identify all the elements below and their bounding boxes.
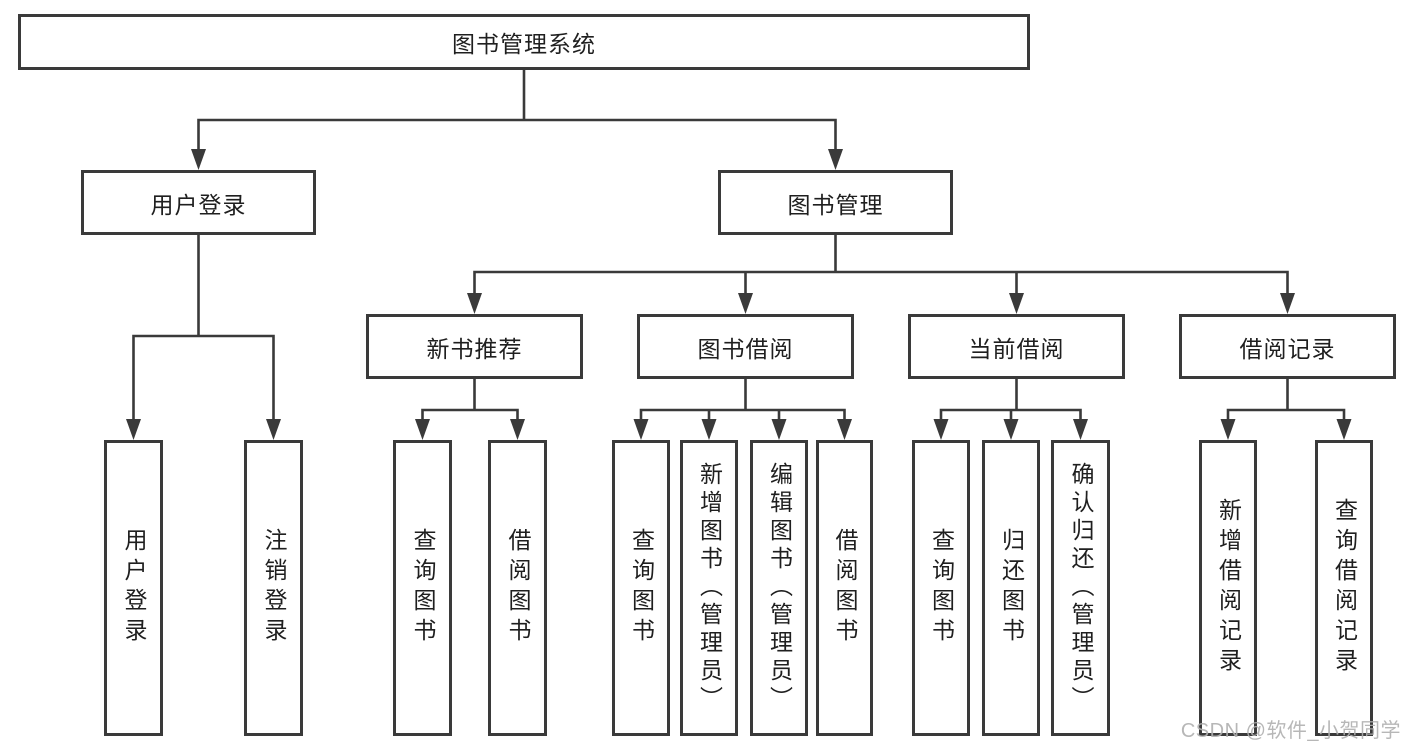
- node-book-borrowing: 图书借阅: [637, 314, 854, 379]
- node-root-system: 图书管理系统: [18, 14, 1030, 70]
- leaf-logout: 注销登录: [244, 440, 303, 736]
- node-label: 查询图书: [410, 528, 436, 648]
- node-label: 用户登录: [121, 528, 147, 648]
- node-label: 注销登录: [261, 528, 287, 648]
- node-label: 当前借阅: [968, 335, 1065, 362]
- leaf-current-return-books: 归还图书: [982, 440, 1040, 736]
- node-label: 图书管理系统: [452, 31, 596, 57]
- leaf-record-add-borrow-record: 新增借阅记录: [1199, 440, 1257, 736]
- node-label: 图书管理: [787, 191, 884, 218]
- node-label: 归还图书: [998, 528, 1025, 648]
- leaf-newbook-borrow-books: 借阅图书: [488, 440, 547, 736]
- node-label: 查询借阅记录: [1331, 498, 1358, 678]
- node-book-management: 图书管理: [718, 170, 953, 235]
- leaf-borrow-query-books: 查询图书: [612, 440, 670, 736]
- node-label: 借阅图书: [832, 528, 858, 648]
- node-label: 借阅图书: [505, 528, 531, 648]
- leaf-current-confirm-return-admin: 确认归还（管理员）: [1051, 440, 1110, 736]
- leaf-borrow-add-books-admin: 新增图书（管理员）: [680, 440, 738, 736]
- leaf-user-login: 用户登录: [104, 440, 163, 736]
- node-label: 查询图书: [928, 528, 955, 648]
- leaf-borrow-edit-books-admin: 编辑图书（管理员）: [750, 440, 808, 736]
- csdn-watermark: CSDN @软件_小贺同学: [1180, 720, 1401, 742]
- node-label: 用户登录: [150, 191, 247, 218]
- node-new-book-recommend: 新书推荐: [366, 314, 583, 379]
- leaf-record-query-borrow-record: 查询借阅记录: [1315, 440, 1373, 736]
- node-label: 编辑图书（管理员）: [766, 462, 793, 714]
- leaf-newbook-query-books: 查询图书: [393, 440, 452, 736]
- node-current-borrowing: 当前借阅: [908, 314, 1125, 379]
- node-borrowing-records: 借阅记录: [1179, 314, 1396, 379]
- node-label: 新增图书（管理员）: [696, 462, 723, 714]
- node-user-login: 用户登录: [81, 170, 316, 235]
- node-label: 图书借阅: [697, 335, 794, 362]
- leaf-current-query-books: 查询图书: [912, 440, 970, 736]
- node-label: 确认归还（管理员）: [1068, 462, 1094, 714]
- node-label: 查询图书: [628, 528, 655, 648]
- node-label: 新书推荐: [426, 335, 523, 362]
- node-label: 借阅记录: [1239, 335, 1336, 362]
- leaf-borrow-borrow-books: 借阅图书: [816, 440, 873, 736]
- node-label: 新增借阅记录: [1215, 498, 1242, 678]
